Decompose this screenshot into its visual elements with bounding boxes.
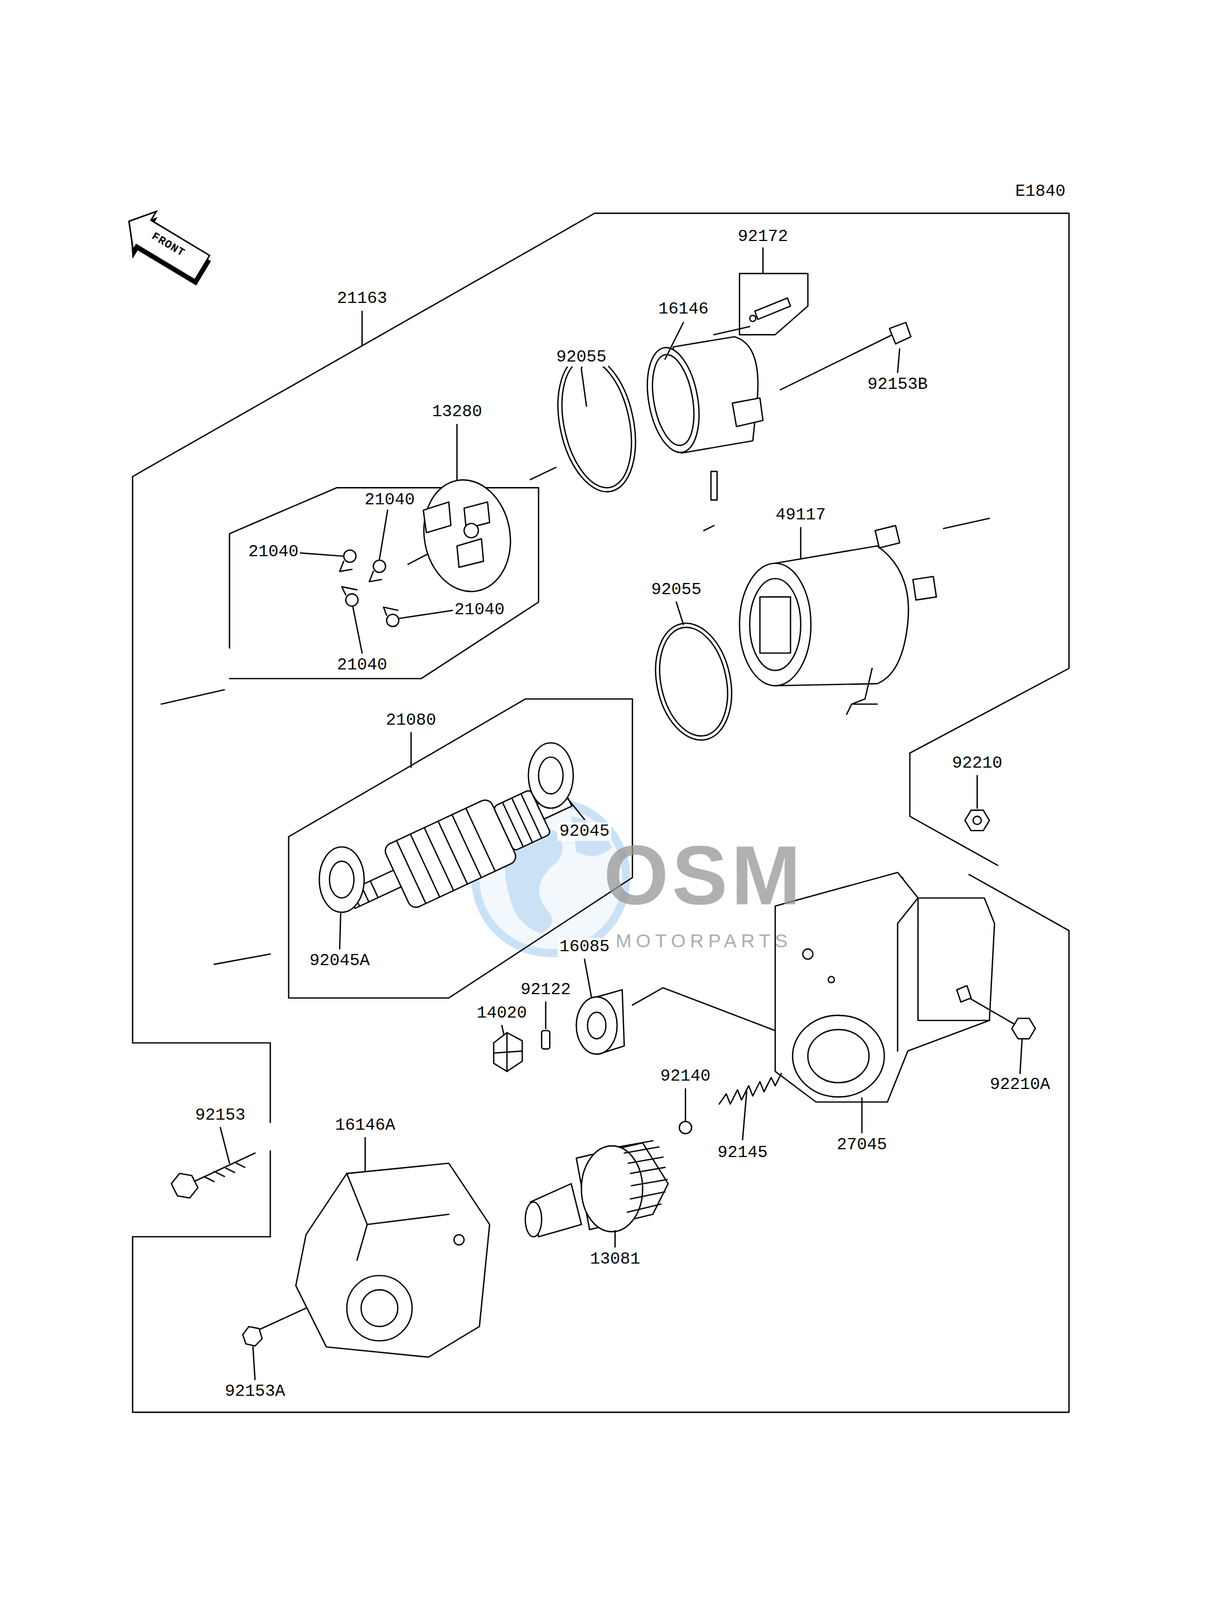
watermark: MOTORPARTS bbox=[614, 930, 794, 951]
callout-number: 92172 bbox=[736, 227, 790, 246]
callout-number: 92210 bbox=[950, 753, 1004, 773]
callout-number: 16146 bbox=[656, 300, 710, 319]
callout-number: 16146A bbox=[333, 1115, 398, 1135]
callout-number: 92122 bbox=[519, 980, 573, 999]
callout-number: 21040 bbox=[363, 490, 417, 510]
direction-label: FRONT bbox=[148, 229, 189, 260]
callout-number: 27045 bbox=[835, 1135, 889, 1154]
callout-number: 92210A bbox=[988, 1075, 1052, 1094]
callout-number: 92055 bbox=[649, 580, 704, 599]
callout-number: 92045A bbox=[307, 951, 372, 970]
assembly-outline bbox=[132, 213, 1070, 1412]
diagram-code: E1840 bbox=[1013, 182, 1068, 201]
callout-number: 92153 bbox=[193, 1105, 248, 1125]
callout-number: 13280 bbox=[429, 402, 484, 422]
callout-number: 92055 bbox=[554, 347, 609, 367]
callout-number: 92145 bbox=[716, 1143, 770, 1162]
front-arrow bbox=[113, 201, 219, 294]
callout-number: 92045 bbox=[557, 822, 612, 841]
callout-number: 13081 bbox=[588, 1249, 642, 1269]
leader-lines bbox=[220, 322, 1023, 1380]
callout-number: 49117 bbox=[774, 505, 828, 525]
callout-number: 92140 bbox=[658, 1066, 713, 1086]
callout-number: 21040 bbox=[452, 600, 507, 620]
part-drawings bbox=[171, 297, 1036, 1357]
callout-number: 21040 bbox=[335, 655, 389, 675]
callout-number: 92153A bbox=[223, 1381, 287, 1401]
callout-number: 92153B bbox=[866, 375, 930, 394]
callout-number: 21040 bbox=[246, 542, 301, 562]
callout-number: 21163 bbox=[335, 289, 389, 308]
callout-number: 21080 bbox=[384, 711, 438, 730]
watermark: OSM bbox=[601, 829, 806, 922]
callout-number: 16085 bbox=[557, 937, 612, 956]
callout-number: 14020 bbox=[475, 1003, 529, 1023]
